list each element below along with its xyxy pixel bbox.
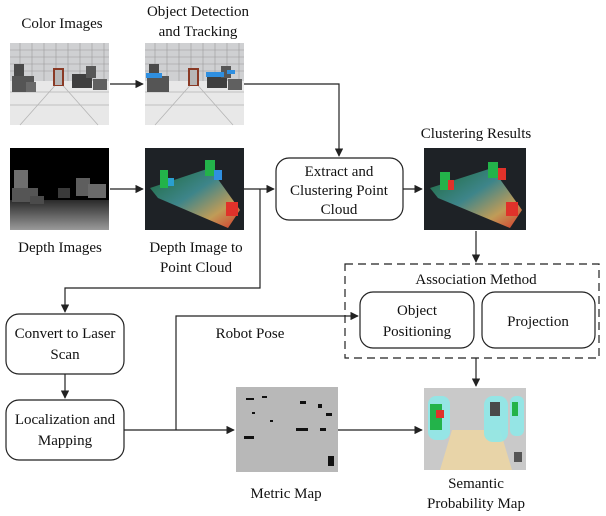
semantic-map-thumbnail (424, 388, 526, 470)
clustering-results-label: Clustering Results (421, 126, 532, 142)
clustering-results-thumbnail (424, 148, 526, 230)
robot-pose-label: Robot Pose (216, 326, 285, 342)
color-images-thumbnail (10, 43, 109, 126)
extract-line3: Cloud (321, 202, 358, 218)
projection-label: Projection (507, 314, 569, 330)
object-positioning-box (359, 291, 475, 349)
projection-box (481, 291, 596, 349)
point-cloud-label-line1: Depth Image to (149, 240, 242, 256)
semantic-map-label-line2: Probability Map (427, 496, 525, 512)
laser-line1: Convert to Laser (15, 326, 116, 342)
object-positioning-line2: Positioning (383, 324, 452, 340)
detection-label-line1: Object Detection (147, 4, 250, 20)
convert-laser-scan-box: Convert to Laser Scan (5, 313, 125, 375)
association-title: Association Method (415, 272, 537, 288)
depth-images-thumbnail (10, 148, 109, 230)
extract-line2: Clustering Point (290, 183, 389, 199)
object-positioning-line1: Object (397, 303, 438, 319)
localization-line2: Mapping (38, 433, 93, 449)
arrow-robot-pose-to-positioning (175, 311, 359, 430)
metric-map-label: Metric Map (250, 486, 321, 502)
extract-clustering-box: Extract and Clustering Point Cloud (275, 157, 404, 221)
point-cloud-thumbnail (145, 148, 244, 230)
localization-mapping-box: Localization and Mapping (5, 399, 125, 461)
arrow-cloud-to-laser (60, 189, 261, 313)
semantic-map-label-line1: Semantic (448, 476, 504, 492)
detection-thumbnail (145, 43, 244, 126)
localization-line1: Localization and (15, 412, 116, 428)
laser-line2: Scan (50, 347, 80, 363)
extract-line1: Extract and (305, 164, 374, 180)
depth-images-label: Depth Images (18, 240, 102, 256)
association-method-group: Association Method Object Positioning Pr… (344, 263, 600, 359)
metric-map-thumbnail (236, 387, 338, 472)
point-cloud-label-line2: Point Cloud (160, 260, 233, 276)
color-images-label: Color Images (21, 16, 102, 32)
arrow-detection-to-extract (244, 83, 344, 157)
detection-label-line2: and Tracking (159, 24, 238, 40)
